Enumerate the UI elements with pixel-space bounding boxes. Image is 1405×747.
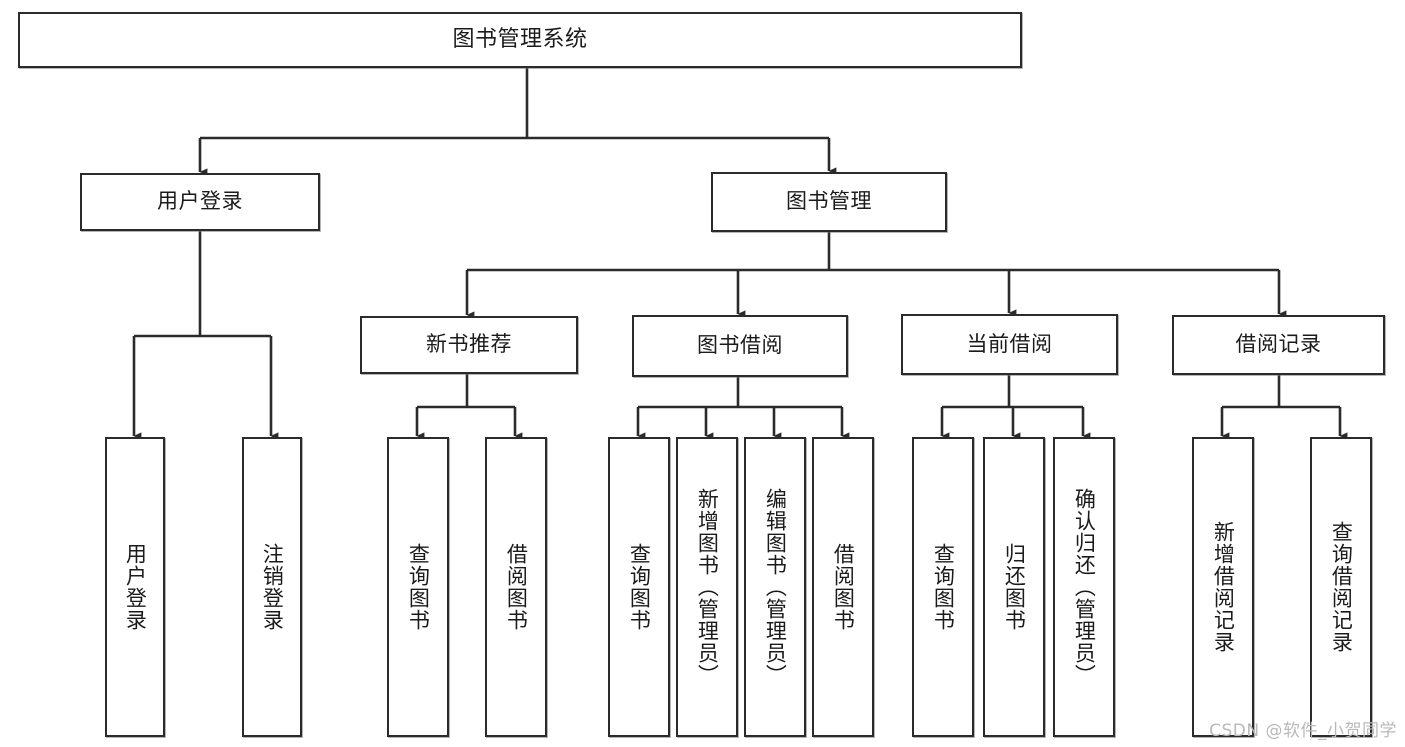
- node-root[interactable]: 图书管理系统: [18, 12, 1022, 68]
- node-label: 用户登录: [123, 543, 148, 631]
- node-label: 归还图书: [1002, 543, 1027, 631]
- node-label: 查询图书: [931, 543, 956, 631]
- node-label: 用户登录: [157, 189, 243, 214]
- node-leaf-return-book[interactable]: 归还图书: [983, 437, 1045, 737]
- node-label: 图书借阅: [697, 333, 783, 358]
- node-label: 查询图书: [406, 543, 431, 631]
- node-borrow-record[interactable]: 借阅记录: [1172, 315, 1385, 375]
- node-new-book-rec[interactable]: 新书推荐: [360, 316, 578, 374]
- node-leaf-borrow-book-1[interactable]: 借阅图书: [485, 437, 547, 737]
- node-label: 查询借阅记录: [1329, 521, 1354, 653]
- node-user-login[interactable]: 用户登录: [80, 173, 320, 231]
- node-book-manage[interactable]: 图书管理: [711, 172, 947, 232]
- node-label: 注销登录: [260, 543, 285, 631]
- node-leaf-borrow-book-2[interactable]: 借阅图书: [812, 437, 874, 737]
- node-label: 借阅图书: [831, 543, 856, 631]
- node-label: 新增借阅记录: [1211, 521, 1236, 653]
- node-label: 编辑图书（管理员）: [763, 488, 788, 686]
- node-leaf-query-record[interactable]: 查询借阅记录: [1310, 437, 1372, 737]
- node-leaf-edit-book[interactable]: 编辑图书（管理员）: [744, 437, 806, 737]
- node-label: 确认归还（管理员）: [1072, 488, 1097, 686]
- node-leaf-user-login[interactable]: 用户登录: [105, 437, 165, 737]
- node-leaf-query-book-3[interactable]: 查询图书: [912, 437, 974, 737]
- node-label: 借阅记录: [1235, 332, 1322, 357]
- node-leaf-confirm-return[interactable]: 确认归还（管理员）: [1053, 437, 1115, 737]
- node-leaf-query-book-2[interactable]: 查询图书: [608, 437, 670, 737]
- node-label: 新增图书（管理员）: [695, 488, 720, 686]
- node-leaf-add-record[interactable]: 新增借阅记录: [1192, 437, 1254, 737]
- node-label: 查询图书: [627, 543, 652, 631]
- node-current-borrow[interactable]: 当前借阅: [901, 314, 1118, 375]
- node-label: 图书管理系统: [452, 26, 588, 52]
- node-leaf-add-book[interactable]: 新增图书（管理员）: [676, 437, 738, 737]
- node-label: 当前借阅: [966, 331, 1053, 356]
- node-leaf-user-logout[interactable]: 注销登录: [242, 437, 302, 737]
- node-book-borrow[interactable]: 图书借阅: [632, 315, 848, 377]
- node-label: 图书管理: [786, 189, 872, 214]
- node-label: 借阅图书: [504, 543, 529, 631]
- watermark-text: CSDN @软件_小贺同学: [1209, 721, 1397, 741]
- node-label: 新书推荐: [426, 332, 512, 357]
- node-leaf-query-book-1[interactable]: 查询图书: [387, 437, 449, 737]
